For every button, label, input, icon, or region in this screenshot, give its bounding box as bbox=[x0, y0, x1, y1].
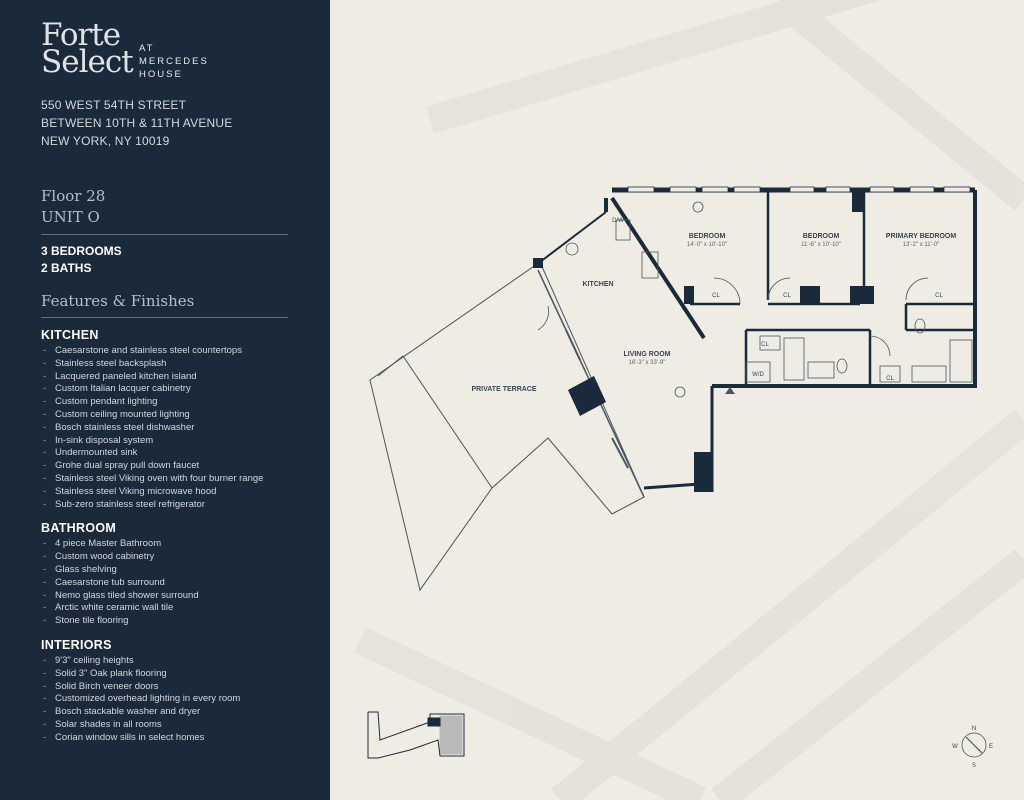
compass-icon: N S E W bbox=[952, 726, 993, 769]
background-pattern bbox=[354, 0, 1024, 800]
columns bbox=[533, 192, 874, 492]
floor-plan-svg: BEDROOM 14'-0" x 10'-10" BEDROOM 11'-6" … bbox=[354, 0, 1024, 800]
logo-sub-house: HOUSE bbox=[139, 69, 183, 80]
section-title: INTERIORS bbox=[41, 637, 112, 652]
compass-s: S bbox=[972, 763, 976, 769]
compass-n: N bbox=[972, 726, 976, 732]
window-marks bbox=[627, 186, 971, 193]
closet-label: CL bbox=[935, 293, 943, 299]
list-item: Caesarstone tub surround bbox=[41, 577, 290, 590]
room-label-terrace: PRIVATE TERRACE bbox=[471, 386, 536, 393]
compass-e: E bbox=[989, 744, 993, 750]
interior-walls bbox=[690, 192, 975, 386]
list-item: Custom Italian lacquer cabinetry bbox=[41, 383, 290, 396]
feature-list: Caesarstone and stainless steel countert… bbox=[41, 345, 290, 511]
list-item: Custom pendant lighting bbox=[41, 396, 290, 409]
terrace-outline bbox=[369, 261, 645, 592]
room-label-living-room: LIVING ROOM bbox=[623, 351, 670, 358]
section-interiors: INTERIORS 9'3" ceiling heights Solid 3" … bbox=[41, 638, 290, 745]
list-item: Corian window sills in select homes bbox=[41, 732, 290, 745]
divider bbox=[41, 234, 288, 235]
list-item: Solid Birch veneer doors bbox=[41, 681, 290, 694]
baths-count: 2 BATHS bbox=[41, 261, 92, 275]
brand-logo: Forte Select AT MERCEDES HOUSE bbox=[41, 17, 290, 84]
room-dims-bedroom-1: 14'-0" x 10'-10" bbox=[687, 242, 727, 248]
room-dims-bedroom-2: 11'-6" x 10'-10" bbox=[801, 242, 841, 248]
room-label-kitchen: KITCHEN bbox=[582, 281, 613, 288]
list-item: Solid 3" Oak plank flooring bbox=[41, 668, 290, 681]
list-item: Custom wood cabinetry bbox=[41, 551, 290, 564]
list-item: Stone tile flooring bbox=[41, 615, 290, 628]
address-line-2: BETWEEN 10TH & 11TH AVENUE bbox=[41, 116, 233, 130]
room-label-bedroom-2: BEDROOM bbox=[803, 233, 840, 240]
unit-label: UNIT O bbox=[41, 208, 100, 226]
list-item: Stainless steel backsplash bbox=[41, 358, 290, 371]
divider bbox=[41, 317, 288, 318]
section-title: BATHROOM bbox=[41, 521, 117, 536]
sidebar: Forte Select AT MERCEDES HOUSE 550 WEST … bbox=[0, 0, 330, 800]
features-title: Features & Finishes bbox=[41, 292, 195, 310]
logo-sub-at: AT bbox=[139, 43, 155, 54]
list-item: Solar shades in all rooms bbox=[41, 719, 290, 732]
section-kitchen: KITCHEN Caesarstone and stainless steel … bbox=[41, 328, 290, 511]
floor-label: Floor 28 bbox=[41, 187, 106, 205]
floor-plan-area: BEDROOM 14'-0" x 10'-10" BEDROOM 11'-6" … bbox=[330, 0, 1024, 800]
logo-sub-mercedes: MERCEDES bbox=[139, 56, 209, 67]
closet-label: CL bbox=[783, 293, 791, 299]
list-item: Lacquered paneled kitchen island bbox=[41, 371, 290, 384]
terrace-doors bbox=[565, 329, 629, 469]
list-item: Undermounted sink bbox=[41, 447, 290, 460]
key-plan bbox=[367, 711, 465, 759]
entry-arrow-icon bbox=[725, 387, 735, 394]
list-item: Bosch stainless steel dishwasher bbox=[41, 422, 290, 435]
list-item: Grohe dual spray pull down faucet bbox=[41, 460, 290, 473]
list-item: Caesarstone and stainless steel countert… bbox=[41, 345, 290, 358]
room-label-primary-bedroom: PRIMARY BEDROOM bbox=[886, 233, 957, 240]
list-item: 4 piece Master Bathroom bbox=[41, 538, 290, 551]
list-item: Nemo glass tiled shower surround bbox=[41, 590, 290, 603]
room-label-bedroom-1: BEDROOM bbox=[689, 233, 726, 240]
logo-subtitle: AT MERCEDES HOUSE bbox=[139, 42, 209, 81]
address-line-3: NEW YORK, NY 10019 bbox=[41, 134, 170, 148]
closet-label: CL bbox=[886, 376, 894, 382]
washer-dryer-label: W/D bbox=[752, 372, 764, 378]
bedrooms-count: 3 BEDROOMS bbox=[41, 244, 122, 258]
feature-list: 9'3" ceiling heights Solid 3" Oak plank … bbox=[41, 655, 290, 745]
feature-list: 4 piece Master Bathroom Custom wood cabi… bbox=[41, 538, 290, 628]
list-item: Glass shelving bbox=[41, 564, 290, 577]
fixtures bbox=[537, 201, 973, 398]
dishwasher-label: D/W bbox=[612, 218, 624, 224]
address-line-1: 550 WEST 54TH STREET bbox=[41, 98, 187, 112]
list-item: Customized overhead lighting in every ro… bbox=[41, 693, 290, 706]
logo-line-2: Select bbox=[41, 44, 134, 80]
room-dims-primary-bedroom: 13'-2" x 11'-0" bbox=[903, 242, 939, 248]
closet-label: CL bbox=[761, 342, 769, 348]
list-item: Custom ceiling mounted lighting bbox=[41, 409, 290, 422]
section-bathroom: BATHROOM 4 piece Master Bathroom Custom … bbox=[41, 521, 290, 628]
list-item: Stainless steel Viking microwave hood bbox=[41, 486, 290, 499]
room-dims-living-room: 16'-3" x 33'-9" bbox=[629, 360, 666, 366]
address-block: 550 WEST 54TH STREET BETWEEN 10TH & 11TH… bbox=[41, 96, 290, 150]
list-item: In-sink disposal system bbox=[41, 435, 290, 448]
list-item: Arctic white ceramic wall tile bbox=[41, 602, 290, 615]
list-item: Sub-zero stainless steel refrigerator bbox=[41, 499, 290, 512]
section-title: KITCHEN bbox=[41, 328, 99, 342]
closet-label: CL bbox=[712, 293, 720, 299]
compass-w: W bbox=[952, 744, 958, 750]
list-item: Bosch stackable washer and dryer bbox=[41, 706, 290, 719]
logo-line-1: Forte bbox=[41, 17, 121, 53]
bed-bath-summary: 3 BEDROOMS 2 BATHS bbox=[41, 243, 290, 277]
unit-heading: Floor 28 UNIT O bbox=[41, 186, 290, 228]
list-item: Stainless steel Viking oven with four bu… bbox=[41, 473, 290, 486]
list-item: 9'3" ceiling heights bbox=[41, 655, 290, 668]
